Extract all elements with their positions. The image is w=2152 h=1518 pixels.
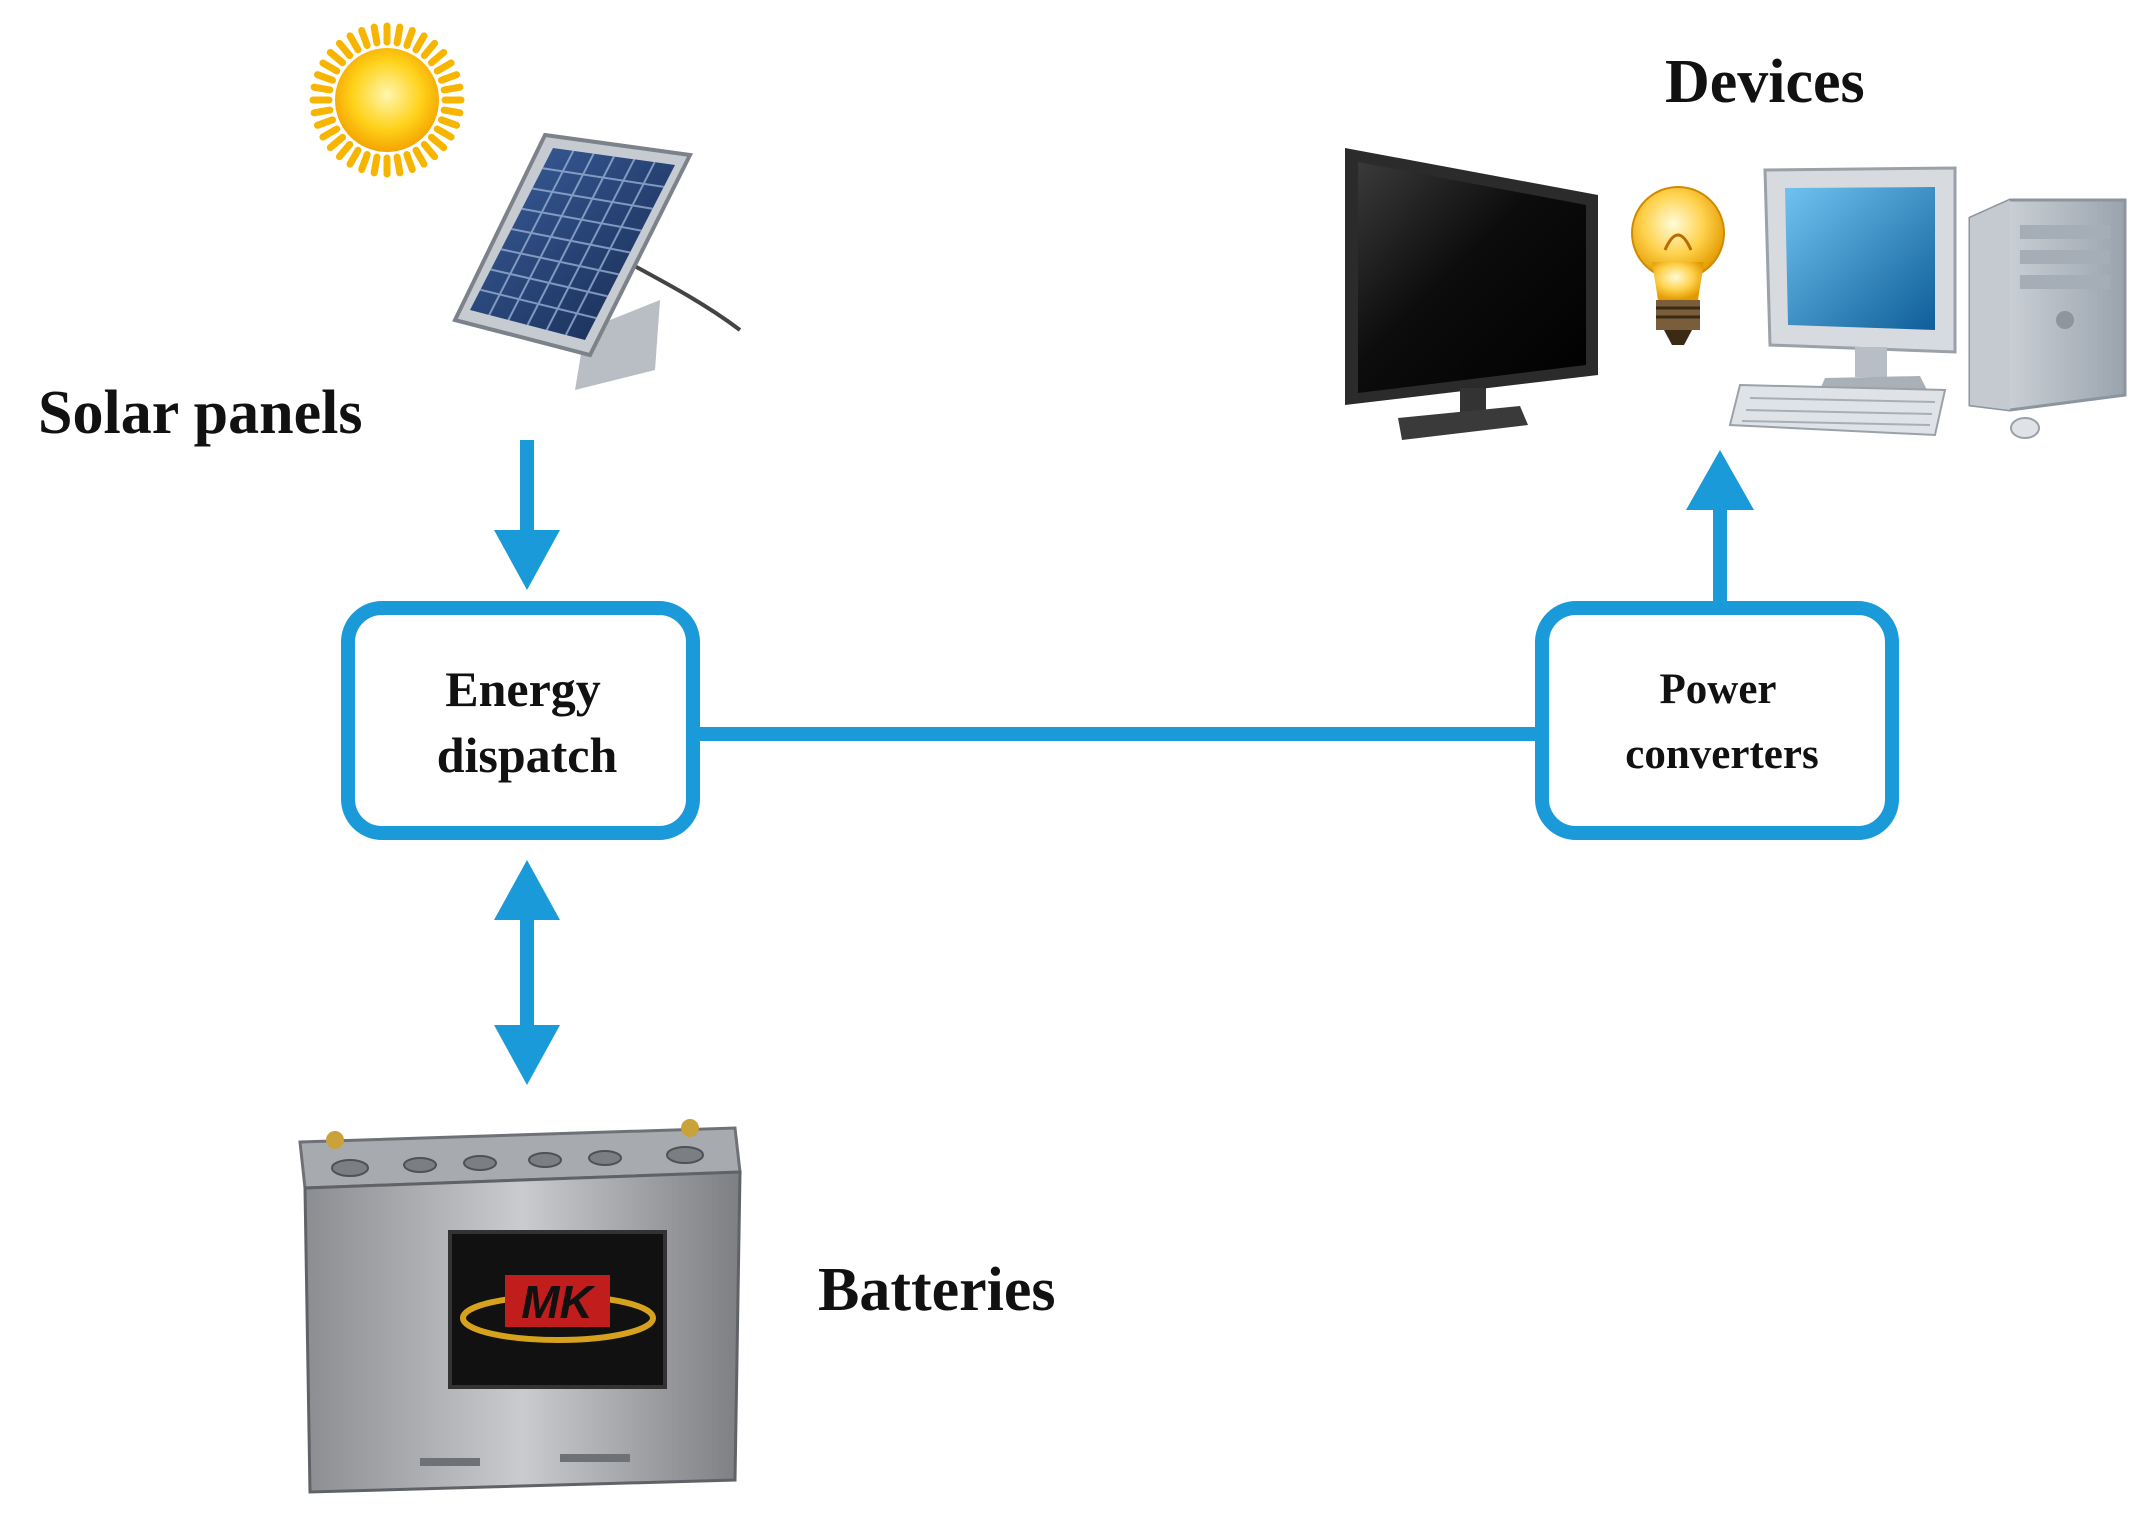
arrow-converters-to-devices — [1713, 505, 1727, 605]
battery-icon: MK — [298, 1119, 742, 1494]
energy-dispatch-box — [341, 601, 700, 840]
monitor-icon — [1345, 148, 1598, 440]
arrow-dispatch-batteries — [494, 860, 560, 1085]
solar-panel-icon — [452, 132, 742, 390]
label-solar-panels: Solar panels — [38, 379, 362, 447]
label-devices: Devices — [1665, 48, 1865, 116]
light-bulb-icon — [1631, 186, 1725, 345]
power-converters-box — [1535, 601, 1899, 840]
power-converters-line1: Power — [1660, 666, 1777, 713]
label-batteries: Batteries — [818, 1256, 1056, 1324]
power-converters-line2: converters — [1625, 731, 1818, 778]
flow-connectors — [494, 440, 1754, 1085]
desktop-computer-icon — [1728, 166, 2127, 439]
energy-dispatch-line2: dispatch — [437, 727, 618, 783]
energy-dispatch-line1: Energy — [445, 661, 601, 717]
line-dispatch-to-converters — [695, 727, 1540, 741]
battery-brand: MK — [521, 1276, 595, 1328]
sun-icon — [309, 22, 465, 178]
arrow-solar-to-dispatch — [520, 440, 534, 535]
